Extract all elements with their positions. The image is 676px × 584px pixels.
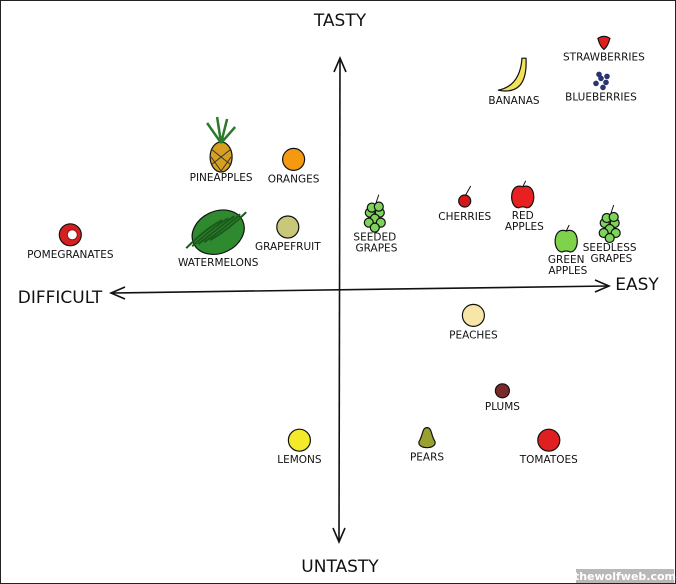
watermark: thewolfweb.com <box>574 569 676 583</box>
point-label: PEARS <box>410 452 444 464</box>
strawberries-icon <box>597 35 611 51</box>
watermelons-icon <box>185 209 247 255</box>
axis-label-untasty: UNTASTY <box>301 557 379 577</box>
point-pineapples: PINEAPPLES <box>190 116 253 184</box>
point-label: GREEN APPLES <box>545 254 588 277</box>
point-label: GRAPEFRUIT <box>255 241 321 253</box>
bananas-icon <box>497 57 527 92</box>
label-line: GREEN <box>548 254 585 266</box>
point-label: LEMONS <box>277 454 322 466</box>
point-seedless-grapes: SEEDLESS GRAPES <box>583 204 637 265</box>
label-line: GRAPES <box>352 243 397 255</box>
seeded-grapes-icon <box>363 194 386 233</box>
label-line: APPLES <box>545 265 588 277</box>
point-red-apples: RED APPLES <box>502 180 545 233</box>
point-oranges: ORANGES <box>268 147 320 185</box>
grapefruit-icon <box>276 215 300 239</box>
point-label: SEEDED GRAPES <box>352 232 397 255</box>
y-axis <box>332 55 347 545</box>
point-watermelons: WATERMELONS <box>178 209 259 269</box>
point-seeded-grapes: SEEDED GRAPES <box>352 194 398 255</box>
label-line: APPLES <box>502 221 545 233</box>
point-cherries: CHERRIES <box>438 185 491 223</box>
tomatoes-icon <box>537 428 561 452</box>
data-points: STRAWBERRIES BLUEBERRIES BANANAS PINEAPPLES… <box>27 35 645 466</box>
lemons-icon <box>287 428 311 452</box>
point-label: TOMATOES <box>519 454 578 466</box>
point-plums: PLUMS <box>485 383 520 413</box>
axis-label-difficult: DIFFICULT <box>18 288 103 308</box>
point-peaches: PEACHES <box>449 303 498 341</box>
peaches-icon <box>461 303 485 327</box>
cherries-icon <box>458 185 472 208</box>
x-axis <box>108 279 612 300</box>
point-strawberries: STRAWBERRIES <box>563 35 645 63</box>
point-blueberries: BLUEBERRIES <box>565 71 637 103</box>
point-label: PLUMS <box>485 401 520 413</box>
red-apples-icon <box>511 180 535 209</box>
point-label: CHERRIES <box>438 211 491 223</box>
point-lemons: LEMONS <box>277 428 322 466</box>
svg-text:thewolfweb.com: thewolfweb.com <box>574 570 676 583</box>
oranges-icon <box>282 147 306 171</box>
axis-label-easy: EASY <box>615 275 659 295</box>
plums-icon <box>494 383 510 399</box>
seedless-grapes-icon <box>598 204 621 244</box>
point-label: PINEAPPLES <box>190 172 253 184</box>
point-bananas: BANANAS <box>488 57 540 107</box>
point-green-apples: GREEN APPLES <box>545 224 588 277</box>
label-line: SEEDLESS <box>583 242 637 254</box>
pears-icon <box>418 426 436 449</box>
point-tomatoes: TOMATOES <box>519 428 578 466</box>
point-label: STRAWBERRIES <box>563 51 645 63</box>
point-label: POMEGRANATES <box>27 249 114 261</box>
pomegranates-icon <box>58 223 82 247</box>
point-label: RED APPLES <box>502 210 545 233</box>
label-line: SEEDED <box>353 232 396 244</box>
point-label: BLUEBERRIES <box>565 91 637 103</box>
blueberries-icon <box>593 71 610 91</box>
label-line: GRAPES <box>587 253 632 265</box>
point-label: BANANAS <box>488 95 539 107</box>
point-label: WATERMELONS <box>178 257 259 269</box>
point-label: SEEDLESS GRAPES <box>583 242 637 265</box>
pineapples-icon <box>206 116 237 173</box>
point-label: PEACHES <box>449 329 498 341</box>
point-pears: PEARS <box>410 426 444 464</box>
point-label: ORANGES <box>268 173 320 185</box>
axis-label-tasty: TASTY <box>313 11 367 31</box>
point-pomegranates: POMEGRANATES <box>27 223 114 261</box>
point-grapefruit: GRAPEFRUIT <box>255 215 321 253</box>
green-apples-icon <box>554 224 578 253</box>
label-line: RED <box>512 210 534 222</box>
